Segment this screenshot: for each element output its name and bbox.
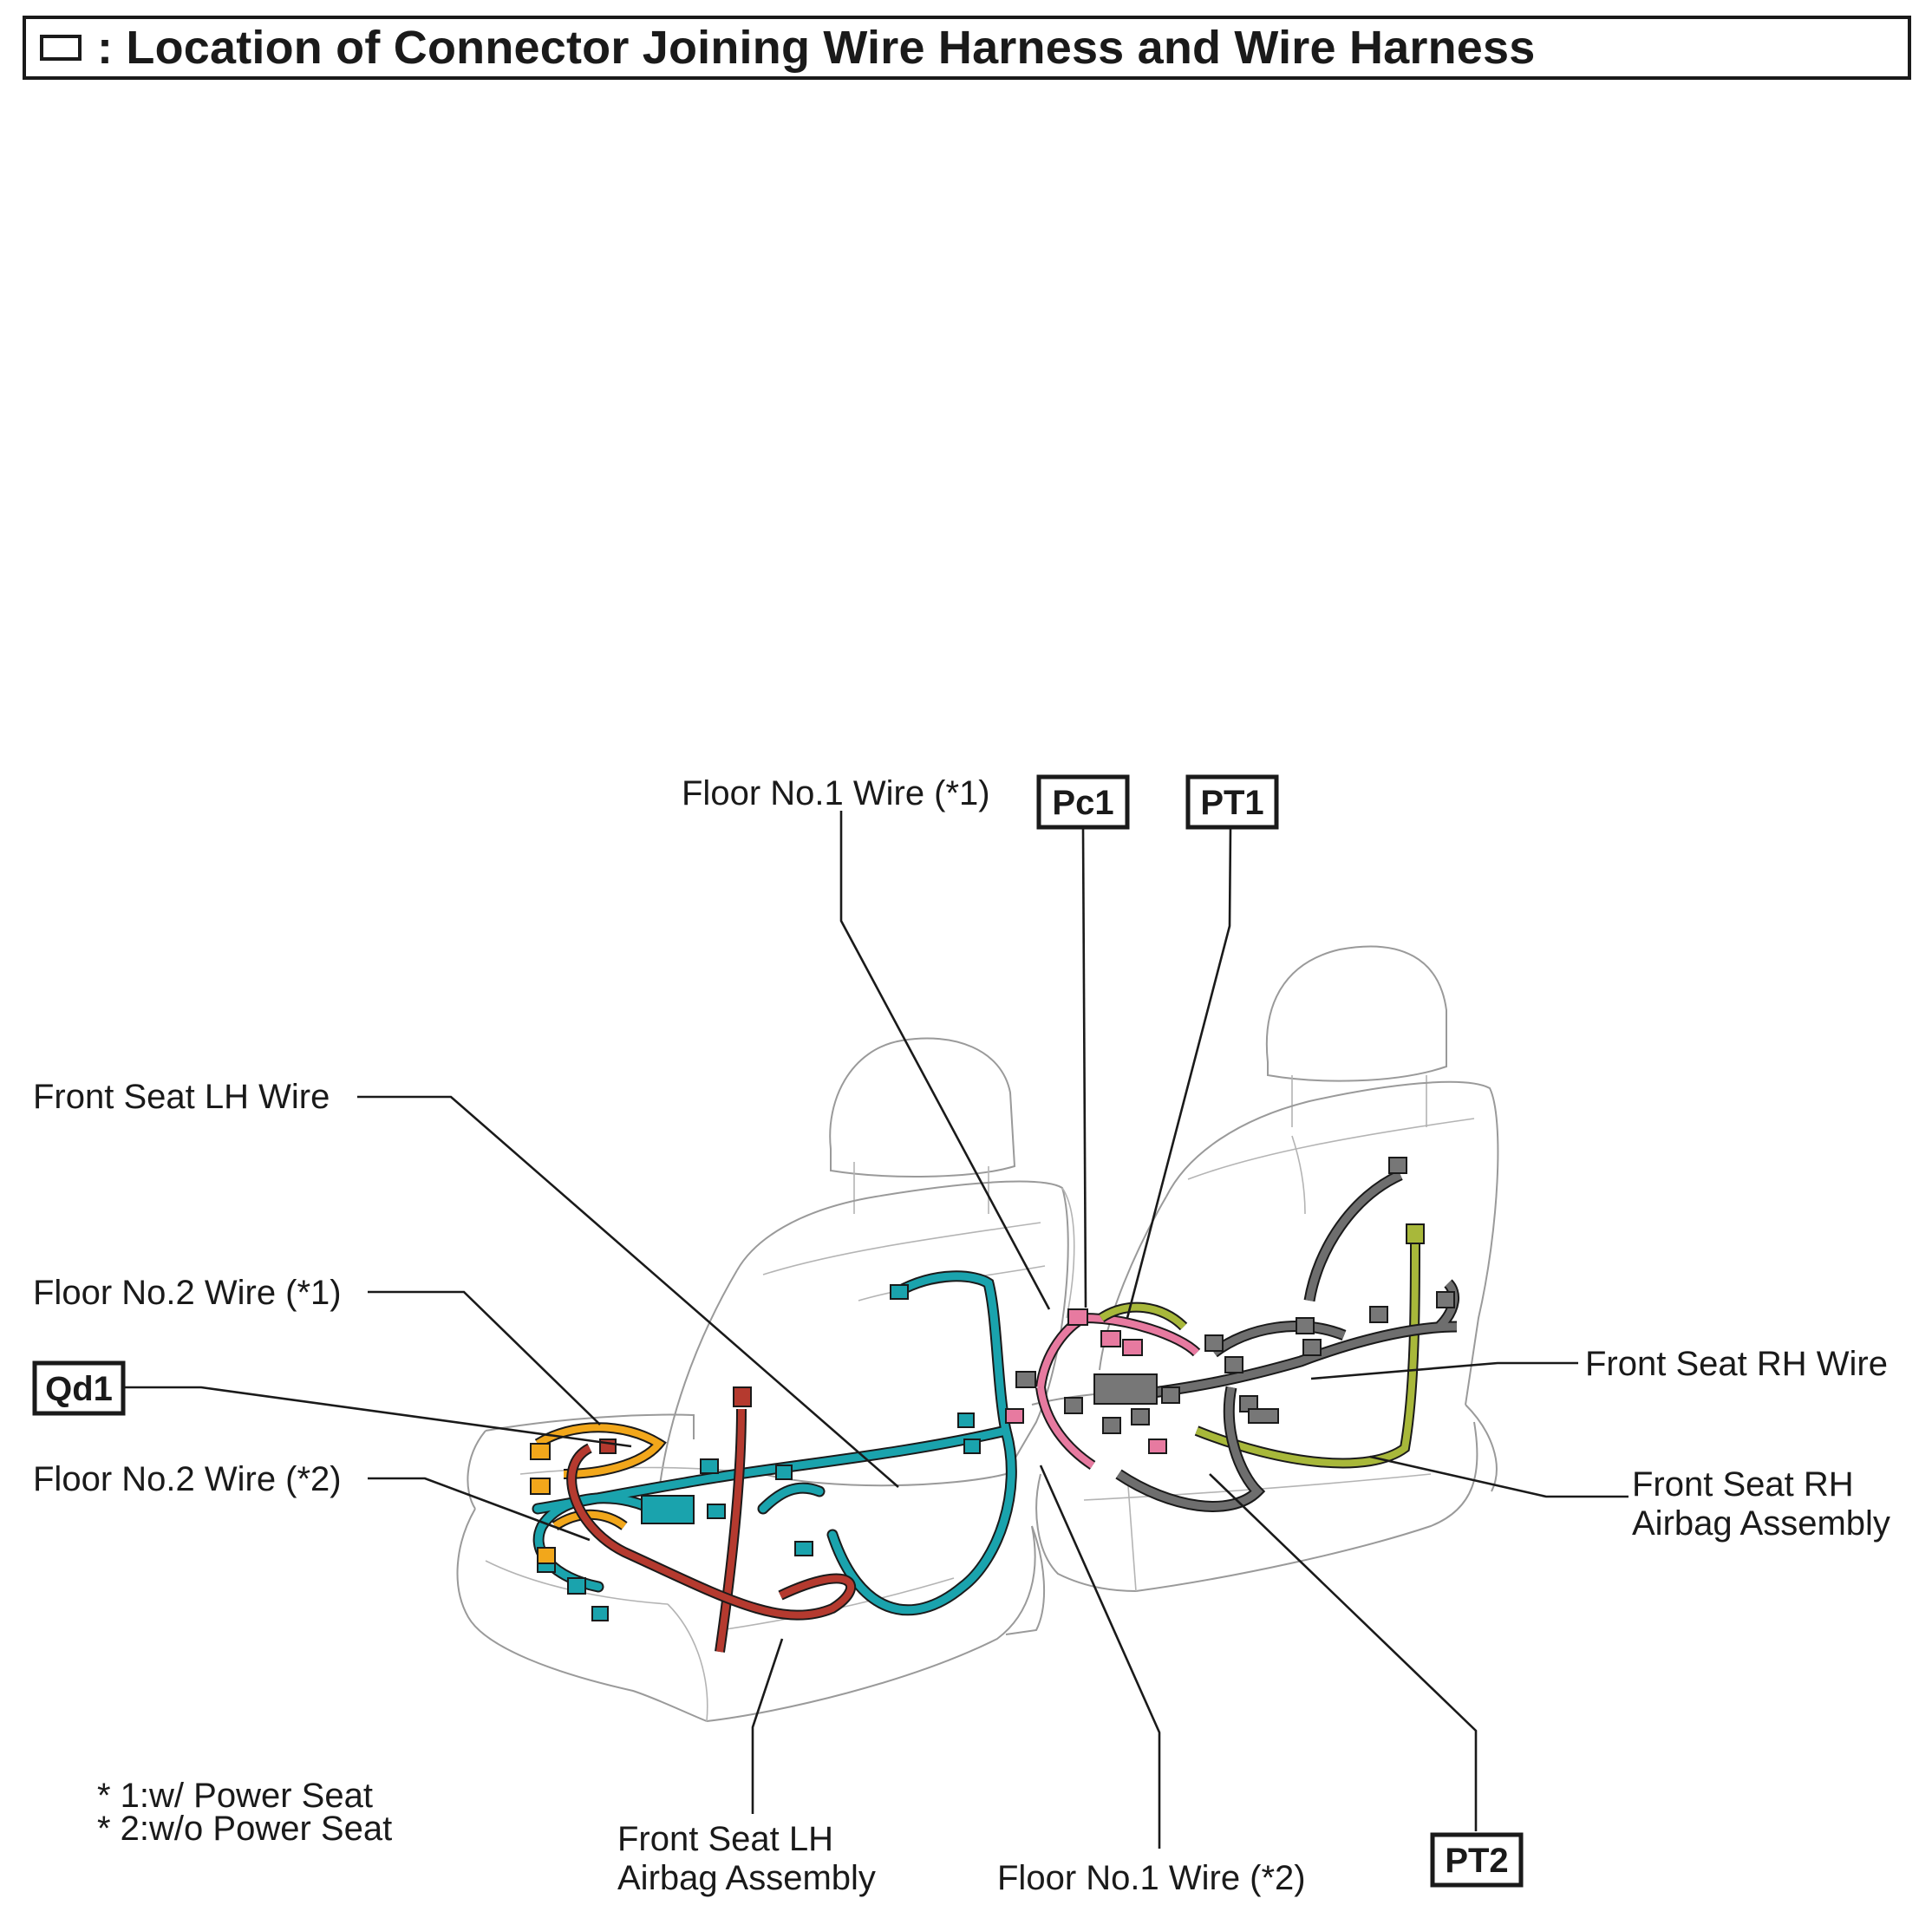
connector-box-icon bbox=[40, 35, 82, 61]
front-seat-lh-wire bbox=[532, 1270, 1017, 1621]
svg-text:PT2: PT2 bbox=[1445, 1842, 1508, 1880]
connector-labels: Pc1 PT1 Qd1 PT2 bbox=[32, 774, 1524, 1888]
page-title: : Location of Connector Joining Wire Har… bbox=[97, 22, 1536, 74]
label-lh-airbag-line2: Airbag Assembly bbox=[617, 1859, 876, 1897]
svg-text:Pc1: Pc1 bbox=[1052, 784, 1113, 822]
floor-no1-wire bbox=[1005, 1308, 1201, 1470]
front-seat-lh-airbag-wire bbox=[566, 1386, 857, 1653]
note-no-power-seat: * 2:w/o Power Seat bbox=[97, 1810, 392, 1848]
label-floor-no2-wire-2: Floor No.2 Wire (*2) bbox=[33, 1460, 342, 1498]
label-floor-no1-wire-1: Floor No.1 Wire (*1) bbox=[682, 774, 990, 812]
floor-no2-wire bbox=[530, 1422, 667, 1564]
note-power-seat: * 1:w/ Power Seat bbox=[97, 1777, 373, 1815]
connector-pt1: PT1 bbox=[1185, 774, 1279, 830]
svg-text:Qd1: Qd1 bbox=[45, 1370, 113, 1408]
connector-pt2: PT2 bbox=[1430, 1832, 1524, 1888]
connector-pc1: Pc1 bbox=[1036, 774, 1130, 830]
title-bar: : Location of Connector Joining Wire Har… bbox=[23, 16, 1911, 80]
front-seat-rh-airbag-wire bbox=[1098, 1223, 1425, 1469]
leader-lines bbox=[123, 811, 1628, 1849]
label-floor-no2-wire-1: Floor No.2 Wire (*1) bbox=[33, 1274, 342, 1312]
front-seat-lh-outline bbox=[456, 1037, 1075, 1722]
part-labels: Floor No.1 Wire (*1) Front Seat LH Wire … bbox=[33, 774, 1890, 1897]
front-seat-rh-outline bbox=[1031, 945, 1499, 1592]
connector-qd1: Qd1 bbox=[32, 1360, 126, 1416]
label-front-seat-rh-wire: Front Seat RH Wire bbox=[1585, 1345, 1888, 1383]
label-rh-airbag-line1: Front Seat RH bbox=[1632, 1465, 1854, 1504]
label-rh-airbag-line2: Airbag Assembly bbox=[1632, 1504, 1890, 1543]
front-seat-rh-wire bbox=[1015, 1157, 1459, 1512]
label-floor-no1-wire-2: Floor No.1 Wire (*2) bbox=[997, 1859, 1306, 1897]
label-lh-airbag-line1: Front Seat LH bbox=[617, 1820, 833, 1858]
svg-text:PT1: PT1 bbox=[1200, 784, 1263, 822]
label-front-seat-lh-wire: Front Seat LH Wire bbox=[33, 1078, 330, 1116]
